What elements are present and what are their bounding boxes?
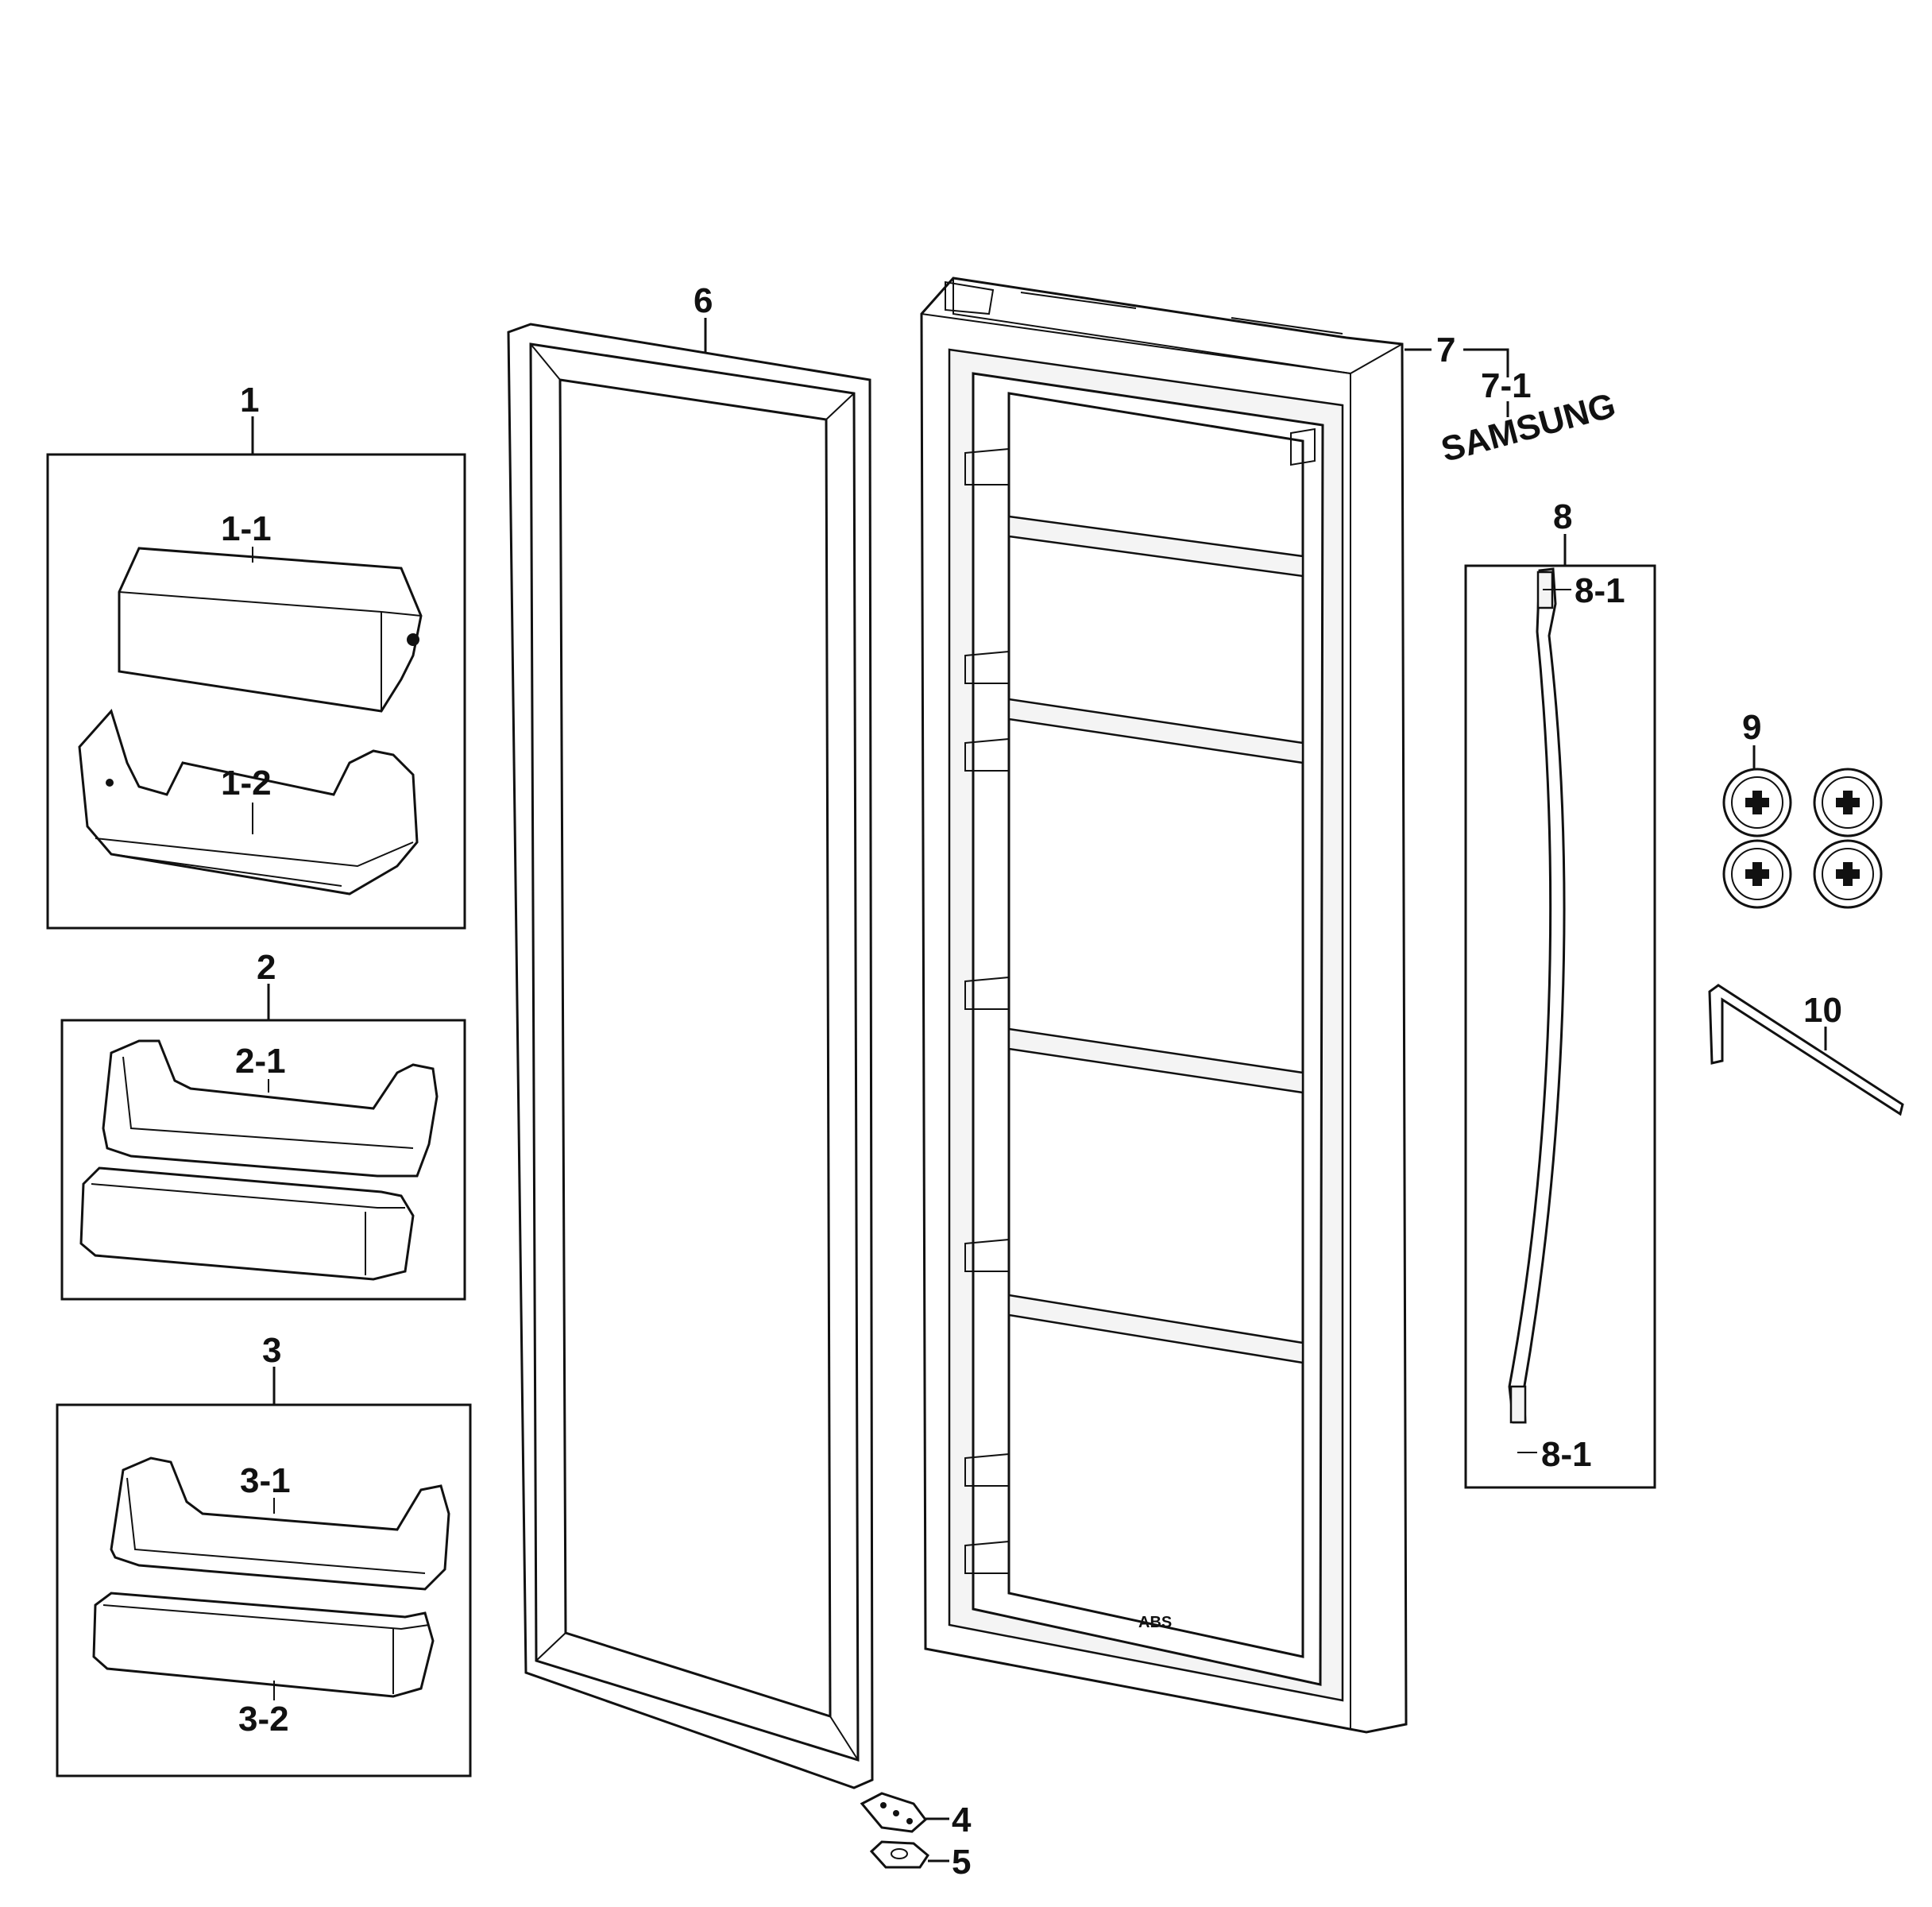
part-6-door-gasket <box>507 318 874 1789</box>
callout-1-2: 1-2 <box>221 764 272 803</box>
callout-3-1: 3-1 <box>240 1461 291 1500</box>
part-3-1-guard <box>110 1456 450 1591</box>
callout-4: 4 <box>952 1801 972 1839</box>
part-1-1-cover <box>118 547 423 713</box>
part-10-wrench <box>1708 984 1904 1116</box>
callout-1-1: 1-1 <box>221 509 272 548</box>
cap-2 <box>1813 768 1883 837</box>
callout-7: 7 <box>1436 331 1455 369</box>
callout-1: 1 <box>240 381 259 420</box>
group-3-frame <box>56 1403 472 1777</box>
group-1-frame <box>46 453 466 930</box>
part-1-2-guard <box>78 709 419 895</box>
group-2-door-guard <box>60 984 466 1301</box>
abs-marking: ABS <box>1138 1614 1172 1631</box>
group-2-frame <box>60 1019 466 1301</box>
part-4-hinge-plate <box>860 1792 949 1833</box>
group-8-handle <box>1464 534 1656 1489</box>
callout-2-1: 2-1 <box>235 1042 286 1081</box>
part-8-handle-bar <box>1508 567 1566 1424</box>
cap-4 <box>1813 839 1883 909</box>
cap-1 <box>1722 768 1792 837</box>
callout-2: 2 <box>257 948 276 987</box>
callout-6: 6 <box>694 281 713 320</box>
callout-9: 9 <box>1742 708 1761 747</box>
part-5-hinge-cap <box>869 1840 949 1869</box>
part-2-2-guard <box>79 1166 415 1281</box>
callout-7-1: 7-1 <box>1481 366 1532 405</box>
group-3-door-guard <box>56 1367 472 1777</box>
shelf-clips <box>964 427 1316 1574</box>
part-7-door-assembly: ABS <box>920 277 1408 1734</box>
group-1-door-guard-assembly <box>46 416 466 930</box>
group-8-frame <box>1464 564 1656 1489</box>
callout-3: 3 <box>262 1331 281 1370</box>
part-3-2-guard <box>92 1592 435 1698</box>
part-9-caps <box>1722 745 1883 909</box>
callout-8-1-bottom: 8-1 <box>1541 1435 1592 1474</box>
callout-8: 8 <box>1553 497 1572 536</box>
callout-labels: 1 1-1 1-2 2 2-1 3 3-1 3-2 4 5 6 7 7-1 8 … <box>221 281 1842 1882</box>
callout-3-2: 3-2 <box>238 1700 289 1739</box>
part-2-1-guard <box>102 1039 439 1178</box>
callout-10: 10 <box>1803 991 1842 1030</box>
cap-3 <box>1722 839 1792 909</box>
callout-5: 5 <box>952 1843 971 1882</box>
callout-8-1-top: 8-1 <box>1575 571 1625 610</box>
